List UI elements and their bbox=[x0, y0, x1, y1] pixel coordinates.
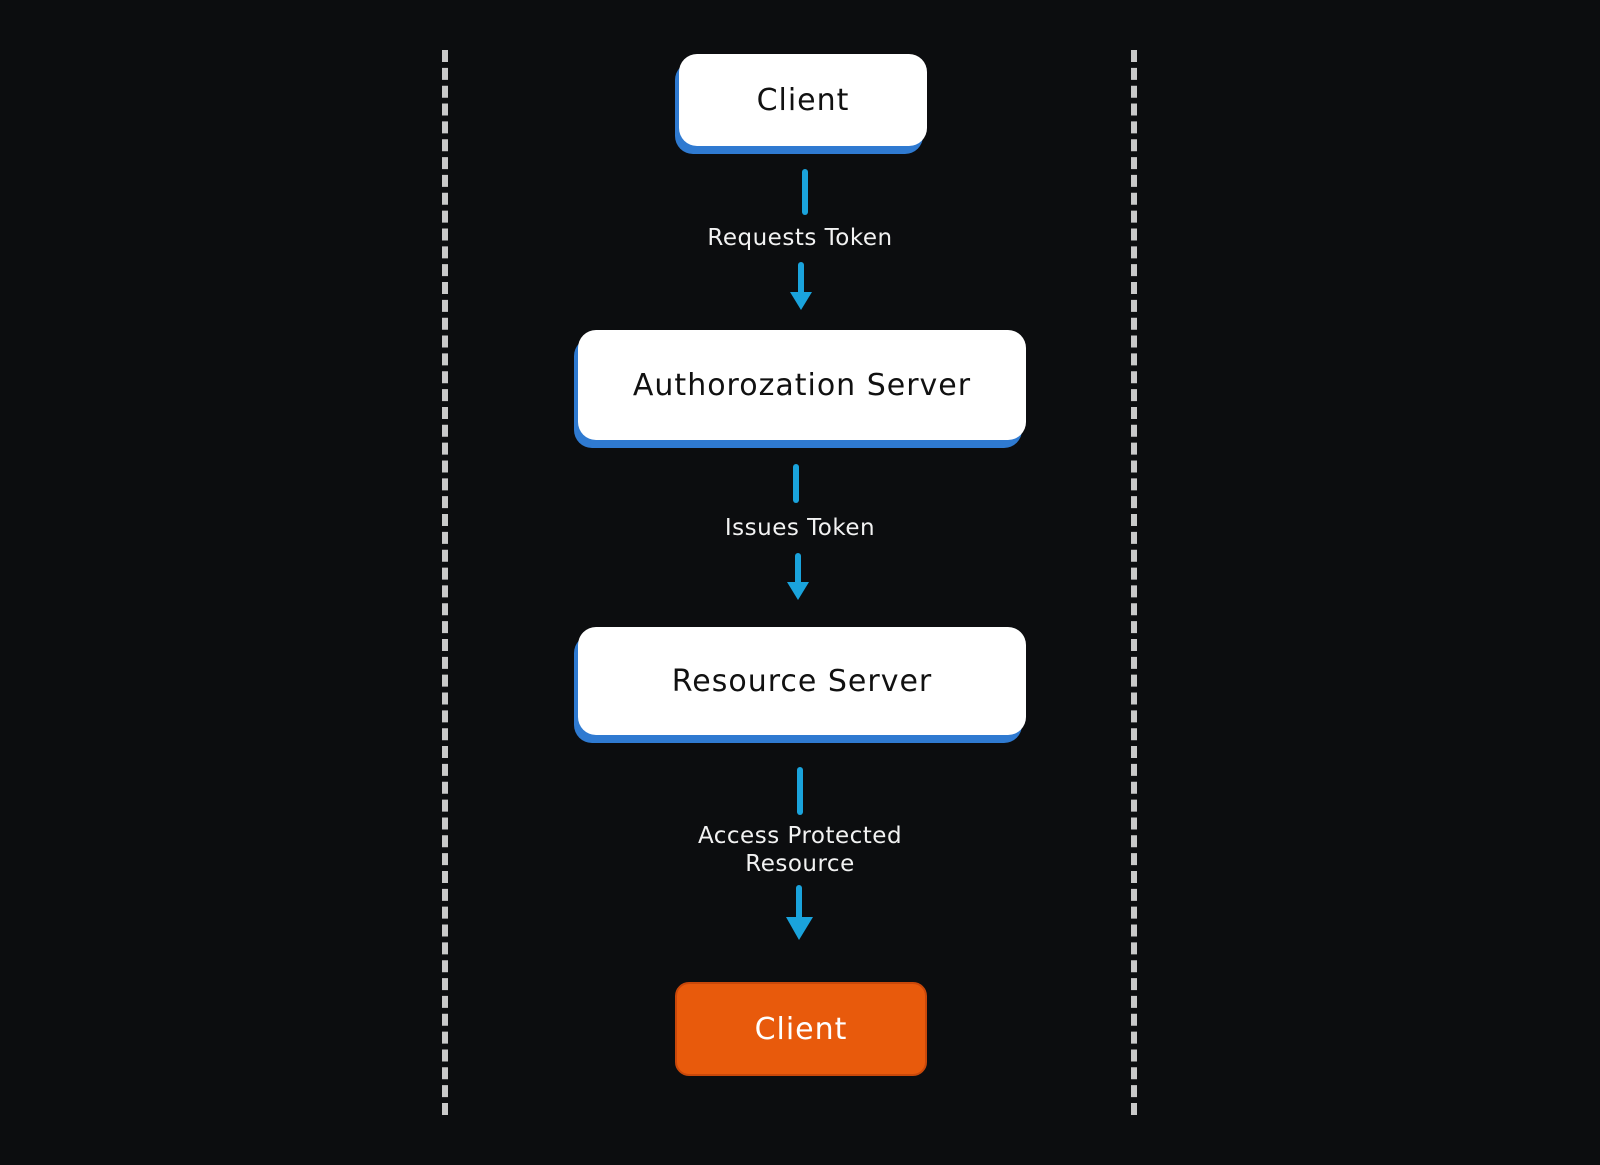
client-node-label: Client bbox=[756, 82, 850, 118]
resource-server-node: Resource Server bbox=[578, 627, 1026, 735]
authorization-server-label: Authorozation Server bbox=[632, 367, 972, 403]
edge-label-requests-token: Requests Token bbox=[707, 225, 893, 251]
client-node: Client bbox=[679, 54, 927, 146]
swimlane-left-boundary bbox=[442, 50, 448, 1115]
arrow-access-head bbox=[786, 917, 813, 940]
edge-label-access-protected-resource: Access Protected Resource bbox=[697, 823, 903, 877]
arrow-requests-token-head bbox=[790, 292, 812, 310]
resource-server-label: Resource Server bbox=[671, 663, 933, 699]
client-final-node: Client bbox=[675, 982, 927, 1076]
authorization-server-node: Authorozation Server bbox=[578, 330, 1026, 440]
client-final-label: Client bbox=[754, 1011, 848, 1047]
swimlane-right-boundary bbox=[1131, 50, 1137, 1115]
edge-label-issues-token: Issues Token bbox=[724, 515, 876, 541]
arrow-issues-token-head bbox=[787, 582, 809, 600]
